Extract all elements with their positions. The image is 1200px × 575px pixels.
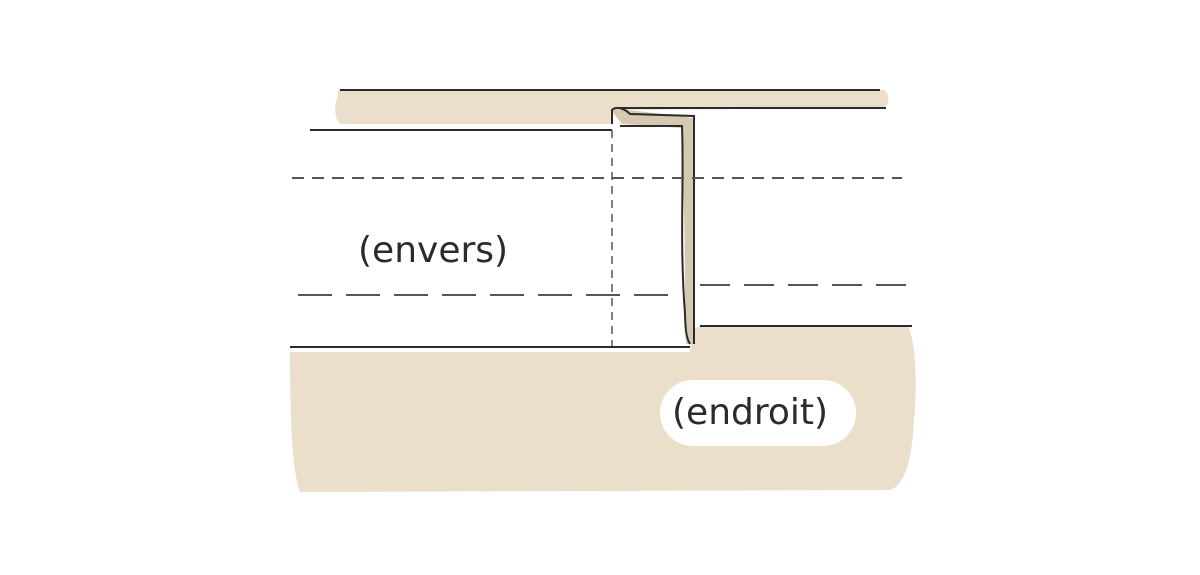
wrong-side-label: (envers) <box>358 230 508 271</box>
bottom-fabric-right-side <box>290 326 916 492</box>
right-side-label-badge <box>660 380 856 446</box>
wrong-side-fabric-band <box>290 130 618 346</box>
outline-lines <box>290 89 912 348</box>
stitch-lines <box>292 130 912 346</box>
top-fabric-strip <box>335 90 889 124</box>
fold-outline <box>611 106 695 345</box>
right-side-label: (endroit) <box>672 392 828 433</box>
